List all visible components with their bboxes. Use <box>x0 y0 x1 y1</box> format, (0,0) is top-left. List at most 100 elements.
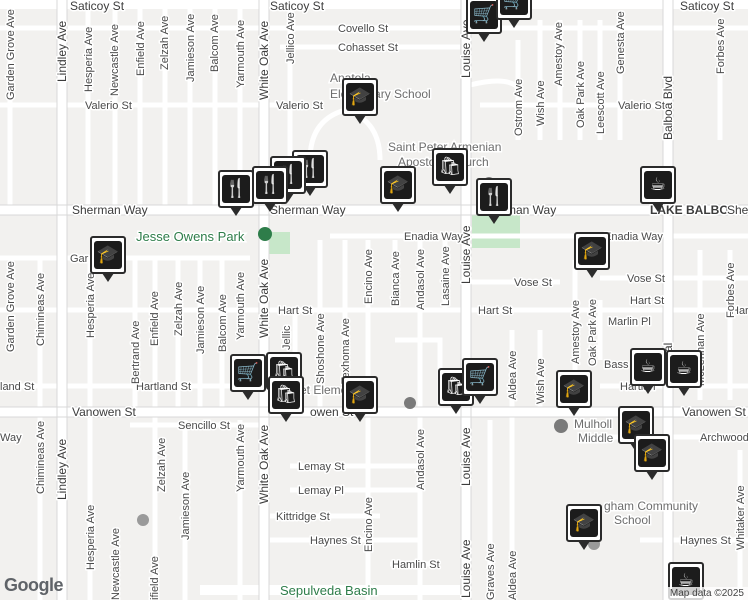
gar-label: Gar <box>70 253 89 265</box>
zelzah-ave-label-s: Zelzah Ave <box>156 438 168 492</box>
shopping-cart-marker[interactable]: 🛒 <box>496 0 532 28</box>
hart-st-label-e: Hart St <box>478 305 512 317</box>
cafe-marker[interactable]: ☕ <box>630 348 666 394</box>
wish-ave-label-n: Wish Ave <box>535 80 547 126</box>
school-marker[interactable]: 🎓 <box>634 434 670 480</box>
sherman-way-label-c: Sherman Way <box>270 203 346 217</box>
map-attribution[interactable]: Map data ©2025 <box>665 587 748 600</box>
cafe-icon: ☕ <box>670 355 698 383</box>
way-label-w2: Way <box>0 432 22 444</box>
school-marker[interactable]: 🎓 <box>342 376 378 422</box>
school-icon: 🎓 <box>346 381 374 409</box>
hesperia-ave-label-s: Hesperia Ave <box>85 505 97 570</box>
oak-park-ave-label-c: Oak Park Ave <box>587 299 599 366</box>
shopping-cart-marker[interactable]: 🛒 <box>230 354 266 400</box>
school-marker[interactable]: 🎓 <box>566 504 602 550</box>
cafe-marker[interactable]: ☕ <box>666 350 702 396</box>
newcastle-ave-label-s: Newcastle Ave <box>110 528 122 600</box>
shopping-bag-marker[interactable]: 🛍 <box>268 376 304 422</box>
saticoy-st-label-w: Saticoy St <box>70 0 125 13</box>
school-marker[interactable]: 🎓 <box>574 232 610 278</box>
place-pin-icon[interactable] <box>137 514 149 526</box>
bertrand-ave-label: Bertrand Ave <box>130 321 142 384</box>
park-pin-icon[interactable] <box>258 227 272 241</box>
leescott-ave-label: Leescott Ave <box>595 71 607 134</box>
minor-streets-v <box>7 0 743 600</box>
balboa-blvd-label-n: Balboa Blvd <box>661 76 675 140</box>
white-oak-ave-label-n: White Oak Ave <box>257 21 271 100</box>
shopping-cart-icon: 🛒 <box>466 363 494 391</box>
andasol-ave-label-s: Andasol Ave <box>415 429 427 490</box>
hesperia-ave-label-n: Hesperia Ave <box>83 27 95 92</box>
school-marker[interactable]: 🎓 <box>342 78 378 124</box>
balcom-ave-label-c: Balcom Ave <box>217 294 229 352</box>
valerio-st-label-e: Valerio St <box>618 100 665 112</box>
jellico-ave-label-c: Jellic <box>281 325 293 350</box>
whitaker-ave-label: Whitaker Ave <box>735 485 747 550</box>
saticoy-st-label-c: Saticoy St <box>270 0 325 13</box>
hartland-st-label-c: Hartland St <box>136 381 191 393</box>
sepulveda-basin-label: Sepulveda Basin <box>280 583 378 598</box>
restaurant-icon: 🍴 <box>222 175 250 203</box>
school-marker[interactable]: 🎓 <box>556 370 592 416</box>
school-icon: 🎓 <box>570 509 598 537</box>
school-icon: 🎓 <box>560 375 588 403</box>
lemay-st-label: Lemay St <box>298 461 344 473</box>
chimineas-ave-label-s: Chimineas Ave <box>35 421 47 494</box>
wish-ave-label-c: Wish Ave <box>535 358 547 404</box>
enadia-way-label-c: Enadia Way <box>404 231 463 243</box>
shopping-cart-icon: 🛒 <box>234 359 262 387</box>
cohasset-st-label: Cohasset St <box>338 42 398 54</box>
encino-ave-label-n: Encino Ave <box>363 249 375 304</box>
oak-park-ave-label-n: Oak Park Ave <box>575 61 587 128</box>
restaurant-marker[interactable]: 🍴 <box>218 170 254 216</box>
shopping-cart-marker[interactable]: 🛒 <box>462 358 498 404</box>
school-icon: 🎓 <box>346 83 374 111</box>
garden-grove-ave-label-n: Garden Grove Ave <box>5 9 17 100</box>
shopping-bag-marker[interactable]: 🛍 <box>432 148 468 194</box>
saint-peter-church-label-a: Saint Peter Armenian <box>388 140 501 154</box>
louise-ave-label-s: Louise Ave <box>459 427 473 486</box>
yarmouth-ave-label-s: Yarmouth Ave <box>235 424 247 492</box>
school-pin-icon[interactable] <box>554 419 568 433</box>
hamlin-st-label: Hamlin St <box>392 559 440 571</box>
hart-st-label-c: Hart St <box>278 305 312 317</box>
genesta-ave-label: Genesta Ave <box>615 11 627 74</box>
restaurant-icon: 🍴 <box>256 171 284 199</box>
vanowen-st-label-w: Vanowen St <box>72 405 136 419</box>
louise-ave-label-s2: Louise Ave <box>459 539 473 598</box>
jesse-owens-park-label: Jesse Owens Park <box>136 229 245 244</box>
shopping-bag-icon: 🛍 <box>442 373 470 401</box>
school-pin-icon[interactable] <box>404 397 416 409</box>
kittridge-st-label: Kittridge St <box>276 511 330 523</box>
curved-street <box>469 78 523 92</box>
sherman-way-label-far: She <box>727 203 748 217</box>
balcom-ave-label-n: Balcom Ave <box>209 14 221 72</box>
sherman-way-label-e: man Way <box>506 203 556 217</box>
shopping-bag-icon: 🛍 <box>272 381 300 409</box>
school-marker[interactable]: 🎓 <box>90 236 126 282</box>
zelzah-ave-label-n: Zelzah Ave <box>159 16 171 70</box>
vertical-street-labels: Garden Grove Ave Lindley Ave Hesperia Av… <box>4 8 748 600</box>
lemay-pl-label: Lemay Pl <box>298 485 344 497</box>
jamieson-ave-label-s: Jamieson Ave <box>180 472 192 540</box>
yarmouth-ave-label-c: Yarmouth Ave <box>235 272 247 340</box>
graves-ave-label: Graves Ave <box>485 543 497 600</box>
valerio-st-label-c: Valerio St <box>276 100 323 112</box>
shoshone-ave-label: Shoshone Ave <box>315 313 327 384</box>
enfield-ave-label-n: Enfield Ave <box>135 21 147 76</box>
cafe-marker[interactable]: ☕ <box>640 166 676 212</box>
sencillo-st-label: Sencillo St <box>178 420 230 432</box>
restaurant-marker[interactable]: 🍴 <box>252 166 288 212</box>
vose-st-label-c: Vose St <box>514 277 552 289</box>
school-icon: 🎓 <box>94 241 122 269</box>
community-school-label-b: School <box>614 513 651 527</box>
restaurant-marker[interactable]: 🍴 <box>476 178 512 224</box>
texhoma-ave-label: Texhoma Ave <box>340 318 352 384</box>
haynes-st-label-c: Haynes St <box>310 535 361 547</box>
school-marker[interactable]: 🎓 <box>380 166 416 212</box>
louise-ave-label-c: Louise Ave <box>459 225 473 284</box>
shopping-cart-icon: 🛒 <box>500 0 528 15</box>
